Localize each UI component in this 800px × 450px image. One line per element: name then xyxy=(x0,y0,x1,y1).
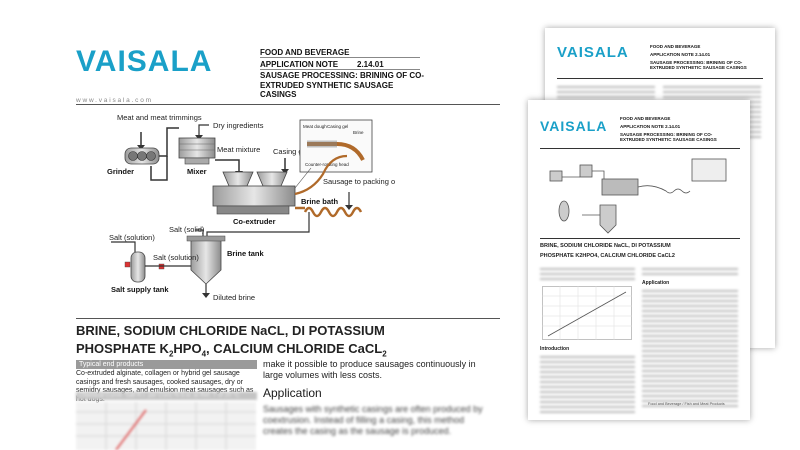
label-salt-solution-tank: Salt (solution) xyxy=(153,253,199,262)
header-rule-2 xyxy=(260,69,420,70)
heading-line1: BRINE, SODIUM CHLORIDE NaCL, DI POTASSIU… xyxy=(76,323,385,338)
mixer xyxy=(178,137,216,165)
mid-page-heading-rule xyxy=(540,238,740,239)
brine-tank xyxy=(186,235,226,285)
label-salt-solution-top: Salt (solution) xyxy=(109,233,155,242)
label-brine-tank: Brine tank xyxy=(227,249,265,258)
mid-page-logo: VAISALA xyxy=(540,118,608,134)
header-application-note-code: 2.14.01 xyxy=(357,60,384,69)
heading-line2-part-c: , CALCIUM CHLORIDE CaCL xyxy=(206,341,383,356)
back-page-rule xyxy=(557,78,763,79)
application-heading: Application xyxy=(263,386,322,400)
process-diagram: Meat and meat trimmings Grinder Dry ingr… xyxy=(107,113,395,302)
coextrusion-inset: Meat dough Casing gel Brine Counter-rota… xyxy=(299,119,373,173)
header-application-note-label: APPLICATION NOTE xyxy=(260,60,339,69)
main-page-top-rule xyxy=(76,104,500,105)
label-meat-trimmings: Meat and meat trimmings xyxy=(117,113,202,122)
chart-title-label: Chemical Curve: Salt R.I. per Conc % b.w… xyxy=(79,393,240,399)
label-meat-mixture: Meat mixture xyxy=(217,145,260,154)
label-grinder: Grinder xyxy=(107,167,134,176)
label-diluted-brine: Diluted brine xyxy=(213,293,255,302)
mid-page-rule xyxy=(540,148,740,149)
mid-page-header-title: SAUSAGE PROCESSING: BRINING OF CO-EXTRUD… xyxy=(620,132,717,142)
right-column-text: make it possible to produce sausages con… xyxy=(263,359,476,380)
grinder xyxy=(124,147,160,165)
mid-page-small-chart xyxy=(542,286,632,340)
co-extruder xyxy=(212,171,296,215)
label-co-extruder: Co-extruder xyxy=(233,217,276,226)
heading-line2-part-b: HPO xyxy=(173,341,202,356)
mid-page-introduction-label: Introduction xyxy=(540,346,570,352)
mid-page-right-text xyxy=(642,290,738,410)
mid-page-header-line1: FOOD AND BEVERAGE xyxy=(620,116,671,121)
mid-page-heading-line1: BRINE, SODIUM CHLORIDE NaCL, DI POTASSIU… xyxy=(540,243,671,249)
header-title: SAUSAGE PROCESSING: BRINING OF CO-EXTRUD… xyxy=(260,71,425,99)
mid-page-application-label: Application xyxy=(642,280,670,286)
label-brine-bath: Brine bath xyxy=(301,197,339,206)
mid-page-header-line2: APPLICATION NOTE 2.14.01 xyxy=(620,124,681,129)
svg-text:Casing gel: Casing gel xyxy=(327,124,348,129)
label-salt-solid: Salt (solid) xyxy=(169,225,205,234)
mid-page: VAISALA FOOD AND BEVERAGE APPLICATION NO… xyxy=(528,100,750,420)
header-line1: FOOD AND BEVERAGE xyxy=(260,48,350,57)
label-mixer: Mixer xyxy=(187,167,207,176)
back-page-logo: VAISALA xyxy=(557,44,629,61)
mid-page-process-diagram xyxy=(549,158,727,234)
mid-page-heading-line2: PHOSPHATE K2HPO4, CALCIUM CHLORIDE CaCL2 xyxy=(540,253,675,259)
svg-text:Meat dough: Meat dough xyxy=(303,124,327,129)
heading-rule-top xyxy=(76,318,500,319)
main-page-logo: VAISALA xyxy=(76,45,213,78)
heading-line2-sub1: 2 xyxy=(168,349,174,359)
main-page: VAISALA FOOD AND BEVERAGE APPLICATION NO… xyxy=(76,45,500,450)
application-text: Sausages with synthetic casings are ofte… xyxy=(263,404,483,436)
label-sausage-packing: Sausage to packing or curing xyxy=(323,177,395,186)
mid-page-intro-text xyxy=(540,356,635,416)
chart-title-bar: Chemical Curve: Salt R.I. per Conc % b.w… xyxy=(76,392,257,400)
typical-products-label: Typical end products xyxy=(79,361,144,368)
main-page-url: www.vaisala.com xyxy=(76,97,153,104)
heading-line2-sub2: 4 xyxy=(201,349,207,359)
heading-line2-part-a: PHOSPHATE K xyxy=(76,341,169,356)
concentration-chart xyxy=(76,402,256,450)
svg-text:Counter-rotating head: Counter-rotating head xyxy=(305,162,349,167)
typical-products-bar: Typical end products xyxy=(76,360,257,369)
sausage-strand xyxy=(294,154,348,196)
label-salt-supply-tank: Salt supply tank xyxy=(111,285,169,294)
mid-page-typical-products-text xyxy=(540,268,635,283)
header-rule-1 xyxy=(260,57,420,58)
mid-page-right-text-top xyxy=(642,268,738,278)
back-page-header-line2: APPLICATION NOTE 2.14.01 xyxy=(650,52,711,57)
pipe-grinder-to-mixer xyxy=(159,127,179,157)
back-page-header-title: SAUSAGE PROCESSING: BRINING OF CO-EXTRUD… xyxy=(650,60,747,70)
svg-text:Brine: Brine xyxy=(353,130,364,135)
mid-page-footer: Food and Beverage / Fish and Meat Produc… xyxy=(648,402,725,406)
heading-line2: PHOSPHATE K2HPO4, CALCIUM CHLORIDE CaCL2 xyxy=(76,341,387,359)
back-page-header-line1: FOOD AND BEVERAGE xyxy=(650,44,701,49)
label-dry-ingredients: Dry ingredients xyxy=(213,121,264,130)
heading-line2-sub3: 2 xyxy=(382,349,387,359)
brine-bath-coil xyxy=(303,206,363,218)
label-casing-gel: Casing gel xyxy=(273,147,309,156)
